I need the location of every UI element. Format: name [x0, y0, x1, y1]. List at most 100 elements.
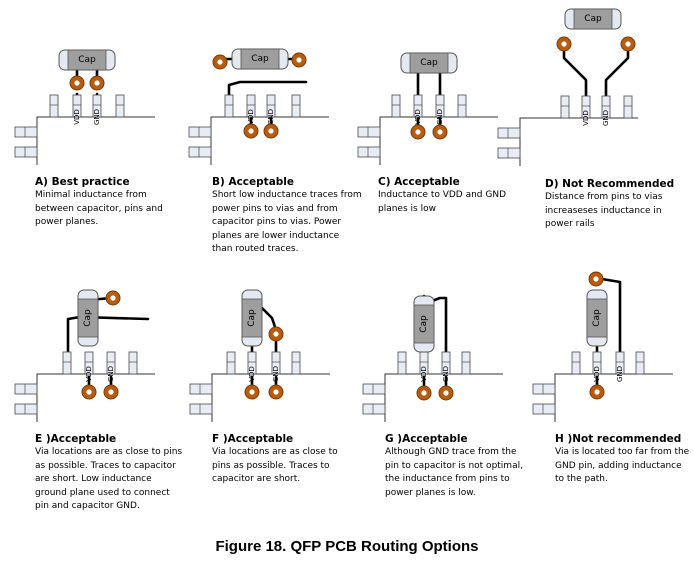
package-pin	[457, 94, 467, 118]
package-pin	[128, 351, 138, 375]
pin-label-gnd: GND	[267, 109, 275, 125]
panel-b-diagram: VDD GND Cap	[188, 48, 329, 165]
package-outline	[36, 373, 155, 422]
capacitor-core	[241, 298, 263, 338]
package-pin	[532, 403, 556, 415]
capacitor-core	[240, 48, 280, 70]
package-pin	[532, 383, 556, 395]
capacitor-core	[409, 52, 449, 74]
package-pin	[615, 351, 625, 375]
trace	[562, 44, 588, 98]
via-hole	[296, 57, 302, 63]
package-pin	[106, 351, 116, 375]
trace	[604, 44, 630, 98]
package-pin	[115, 94, 125, 118]
trace	[594, 276, 622, 354]
package-pin	[62, 351, 72, 375]
via-hole	[110, 295, 116, 301]
package-pin	[291, 351, 301, 375]
package-pin	[189, 383, 213, 395]
panel-e-title: E )Acceptable	[35, 433, 117, 445]
package-pin	[461, 351, 471, 375]
package-pin	[188, 126, 212, 138]
package-pin	[49, 94, 59, 118]
pin-label-vdd: VDD	[247, 109, 255, 125]
capacitor-label: Cap	[251, 54, 269, 64]
package-pin	[441, 351, 451, 375]
panel-f-title: F )Acceptable	[212, 433, 294, 445]
package-outline	[554, 373, 673, 422]
package-pin	[592, 351, 602, 375]
via-hole	[273, 331, 279, 337]
panel-g-text: Although GND trace from the pin to capac…	[385, 447, 523, 498]
pin-label-vdd: VDD	[85, 366, 93, 382]
via-hole	[268, 128, 274, 134]
pin-label-gnd: GND	[436, 109, 444, 125]
package-pin	[623, 95, 633, 119]
pin-label-gnd: GND	[107, 366, 115, 382]
package-pin	[246, 94, 256, 118]
trace	[66, 315, 150, 354]
pin-label-vdd: VDD	[414, 109, 422, 125]
capacitor-core	[586, 298, 608, 338]
capacitor-label: Cap	[592, 309, 602, 327]
panel-f-text: Via locations are as close to pins as po…	[212, 447, 338, 484]
via-hole	[561, 41, 567, 47]
capacitor-label: Cap	[420, 58, 438, 68]
package-pin	[497, 147, 521, 159]
via-hole	[86, 389, 92, 395]
package-pin	[391, 94, 401, 118]
package-pin	[14, 403, 38, 415]
via-hole	[421, 390, 427, 396]
pin-label-gnd: GND	[616, 366, 624, 382]
package-outline	[519, 117, 638, 166]
panel-c-diagram: VDD GND Cap	[357, 52, 498, 165]
trace	[260, 306, 278, 332]
capacitor-core	[413, 304, 435, 344]
capacitor-label: Cap	[247, 309, 257, 327]
via-hole	[594, 389, 600, 395]
panel-e-diagram: VDD GND Cap	[14, 289, 155, 422]
package-pin	[14, 146, 38, 158]
via-hole	[248, 128, 254, 134]
package-pin	[14, 126, 38, 138]
package-pin	[435, 94, 445, 118]
pin-label-vdd: VDD	[593, 366, 601, 382]
capacitor-core	[77, 298, 99, 338]
via-hole	[443, 390, 449, 396]
pin-label-gnd: GND	[442, 366, 450, 382]
package-pin	[497, 127, 521, 139]
pin-label-vdd: VDD	[420, 366, 428, 382]
package-pin	[357, 126, 381, 138]
pin-label-gnd: GND	[93, 109, 101, 125]
package-pin	[226, 351, 236, 375]
via-hole	[273, 389, 279, 395]
package-pin	[266, 94, 276, 118]
panel-b-title: B) Acceptable	[212, 176, 295, 188]
panel-h-text: Via is located too far from the GND pin,…	[555, 447, 690, 484]
package-pin	[635, 351, 645, 375]
via-hole	[108, 389, 114, 395]
panel-a-title: A) Best practice	[35, 176, 130, 188]
package-pin	[247, 351, 257, 375]
pin-label-vdd: VDD	[73, 109, 81, 125]
via-hole	[94, 80, 100, 86]
panel-d-text: Distance from pins to vias increaseses i…	[545, 192, 663, 229]
package-pin	[188, 146, 212, 158]
pin-label-gnd: GND	[272, 366, 280, 382]
panel-d-title: D) Not Recommended	[545, 178, 675, 190]
pin-label-vdd: VDD	[248, 366, 256, 382]
via-hole	[415, 129, 421, 135]
via-hole	[437, 129, 443, 135]
package-pin	[72, 94, 82, 118]
capacitor-label: Cap	[83, 309, 93, 327]
package-pin	[397, 351, 407, 375]
capacitor-core	[67, 49, 107, 71]
package-pin	[413, 94, 423, 118]
capacitor-label: Cap	[584, 14, 602, 24]
